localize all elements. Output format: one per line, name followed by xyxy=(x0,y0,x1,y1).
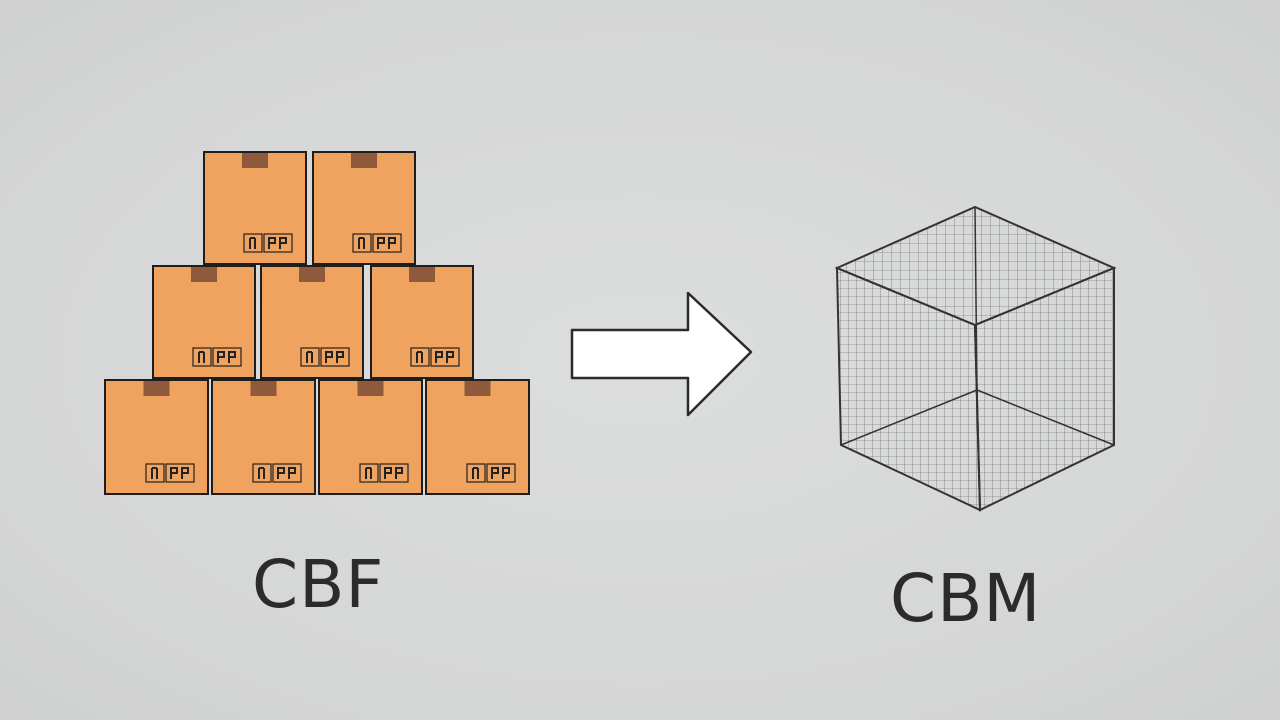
cardboard-box xyxy=(318,379,423,495)
tape-strip xyxy=(464,381,491,396)
handling-symbols-icon xyxy=(192,347,242,367)
cardboard-box xyxy=(370,265,474,379)
cbm-label: CBM xyxy=(890,560,1042,637)
cardboard-box xyxy=(211,379,316,495)
cardboard-box-stack xyxy=(104,151,530,495)
cardboard-box xyxy=(425,379,530,495)
cbf-label: CBF xyxy=(252,546,385,623)
right-arrow-icon xyxy=(570,291,753,417)
tape-strip xyxy=(299,267,325,282)
tape-strip xyxy=(143,381,170,396)
tape-strip xyxy=(250,381,277,396)
cardboard-box xyxy=(104,379,209,495)
tape-strip xyxy=(409,267,435,282)
handling-symbols-icon xyxy=(410,347,460,367)
tape-strip xyxy=(357,381,384,396)
cardboard-box xyxy=(203,151,307,265)
cardboard-box xyxy=(260,265,364,379)
handling-symbols-icon xyxy=(359,463,409,483)
tape-strip xyxy=(191,267,217,282)
wireframe-cube-icon xyxy=(834,205,1117,512)
handling-symbols-icon xyxy=(466,463,516,483)
cardboard-box xyxy=(152,265,256,379)
handling-symbols-icon xyxy=(352,233,402,253)
handling-symbols-icon xyxy=(145,463,195,483)
handling-symbols-icon xyxy=(243,233,293,253)
cardboard-box xyxy=(312,151,416,265)
tape-strip xyxy=(242,153,268,168)
handling-symbols-icon xyxy=(252,463,302,483)
handling-symbols-icon xyxy=(300,347,350,367)
tape-strip xyxy=(351,153,377,168)
